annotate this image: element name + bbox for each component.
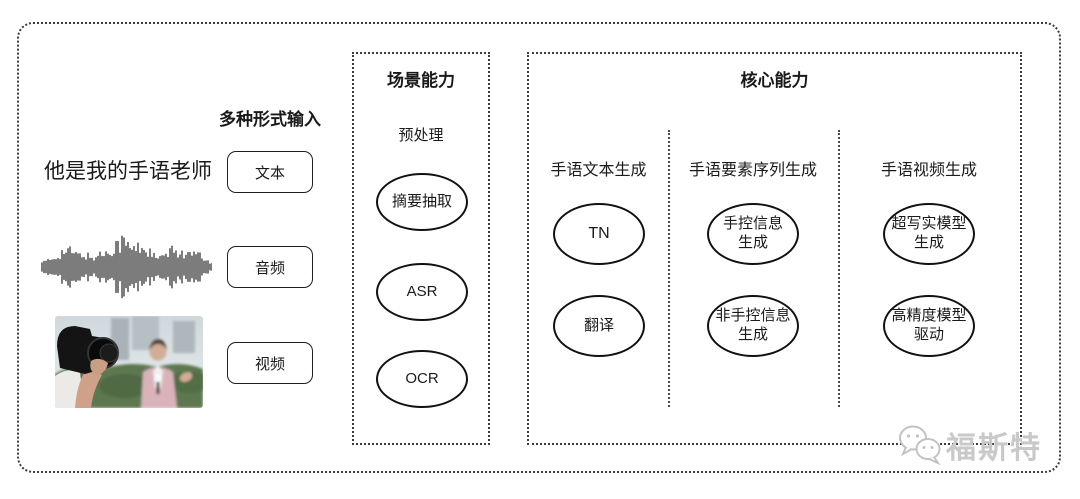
column-divider-1 (668, 130, 670, 407)
video-thumbnail (55, 316, 203, 408)
column-divider-2 (838, 130, 840, 407)
sample-sentence-text: 他是我的手语老师 (44, 160, 212, 183)
reporter-photo-illustration (55, 316, 203, 408)
scene-capability-box: 场景能力 预处理 摘要抽取 ASR OCR (352, 52, 490, 445)
audio-waveform-icon (41, 235, 212, 299)
node-ocr: OCR (376, 350, 468, 408)
node-summary-extraction: 摘要抽取 (376, 173, 468, 231)
node-tn: TN (553, 203, 645, 265)
chat-bubbles-icon (899, 425, 941, 466)
preprocess-label: 预处理 (398, 127, 444, 144)
node-translation: 翻译 (553, 295, 645, 357)
input-box-audio: 音频 (227, 246, 313, 288)
outer-frame (17, 22, 1061, 473)
scene-capability-title: 场景能力 (387, 71, 455, 90)
core-capability-box: 核心能力 手语文本生成 手语要素序列生成 手语视频生成 TN 翻译 手控信息 生… (527, 52, 1022, 445)
core-capability-title: 核心能力 (740, 71, 809, 90)
column-header-sign-element-sequence-generation: 手语要素序列生成 (688, 162, 817, 179)
column-header-sign-video-generation: 手语视频生成 (880, 162, 977, 179)
watermark: 福斯特 (896, 423, 1042, 467)
input-box-text: 文本 (227, 151, 313, 193)
node-manual-info-generation: 手控信息 生成 (707, 203, 799, 265)
watermark-text: 福斯特 (946, 432, 1042, 465)
node-non-manual-info-generation: 非手控信息 生成 (707, 295, 799, 357)
node-asr: ASR (376, 263, 468, 321)
input-section-heading: 多种形式输入 (219, 110, 321, 129)
node-high-precision-model-driving: 高精度模型 驱动 (883, 295, 975, 357)
column-header-sign-text-generation: 手语文本生成 (550, 162, 647, 179)
input-box-video: 视频 (227, 342, 313, 384)
node-hyperrealistic-model-generation: 超写实模型 生成 (883, 203, 975, 265)
